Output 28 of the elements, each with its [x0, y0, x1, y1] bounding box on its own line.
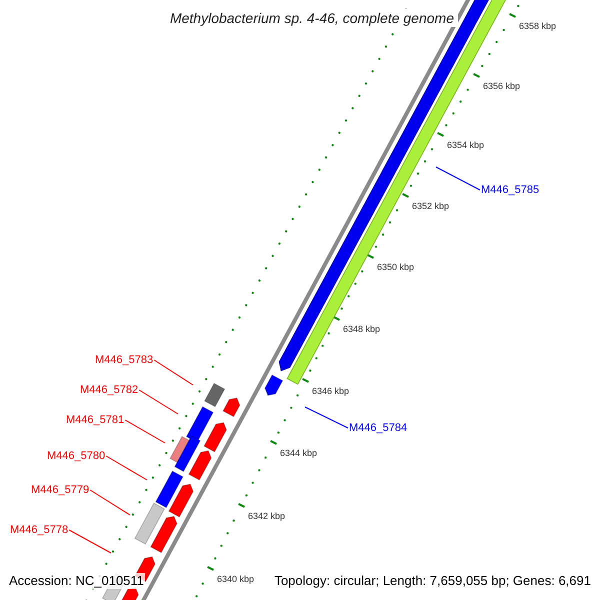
gene-label: M446_5779 [31, 483, 90, 497]
tick-label: 6342 kbp [248, 511, 286, 522]
tick-label: 6344 kbp [280, 448, 318, 459]
gene-label: M446_5785 [481, 183, 540, 197]
footer-text: Topology: circular; Length: 7,659,055 bp; Genes: 6,691 [273, 573, 592, 589]
gene-label: M446_5784 [349, 421, 408, 435]
leader-line [436, 166, 480, 190]
tick-label: 6346 kbp [312, 386, 350, 397]
leader-line [304, 406, 348, 428]
leader-line [68, 530, 112, 554]
leader-line [138, 390, 178, 414]
tick-label: 6354 kbp [447, 140, 484, 151]
tick-label: 6340 kbp [217, 574, 254, 585]
leader-line [106, 456, 148, 480]
gene-label: M446_5782 [80, 383, 138, 397]
gene-label: M446_5778 [10, 523, 68, 537]
tick-label: 6358 kbp [519, 21, 556, 32]
tick-label: 6350 kbp [377, 262, 414, 273]
gene-label: M446_5781 [66, 413, 124, 427]
leader-line [154, 360, 194, 386]
gene-label: M446_5783 [95, 353, 154, 367]
tick-label: 6356 kbp [483, 81, 520, 92]
tick-label: 6348 kbp [343, 324, 380, 335]
leader-line [90, 490, 130, 516]
gene-label: M446_5780 [47, 449, 106, 463]
leader-line [124, 420, 166, 444]
tick-label: 6352 kbp [412, 201, 450, 212]
footer-text: Accession: NC_010511 [8, 573, 145, 589]
